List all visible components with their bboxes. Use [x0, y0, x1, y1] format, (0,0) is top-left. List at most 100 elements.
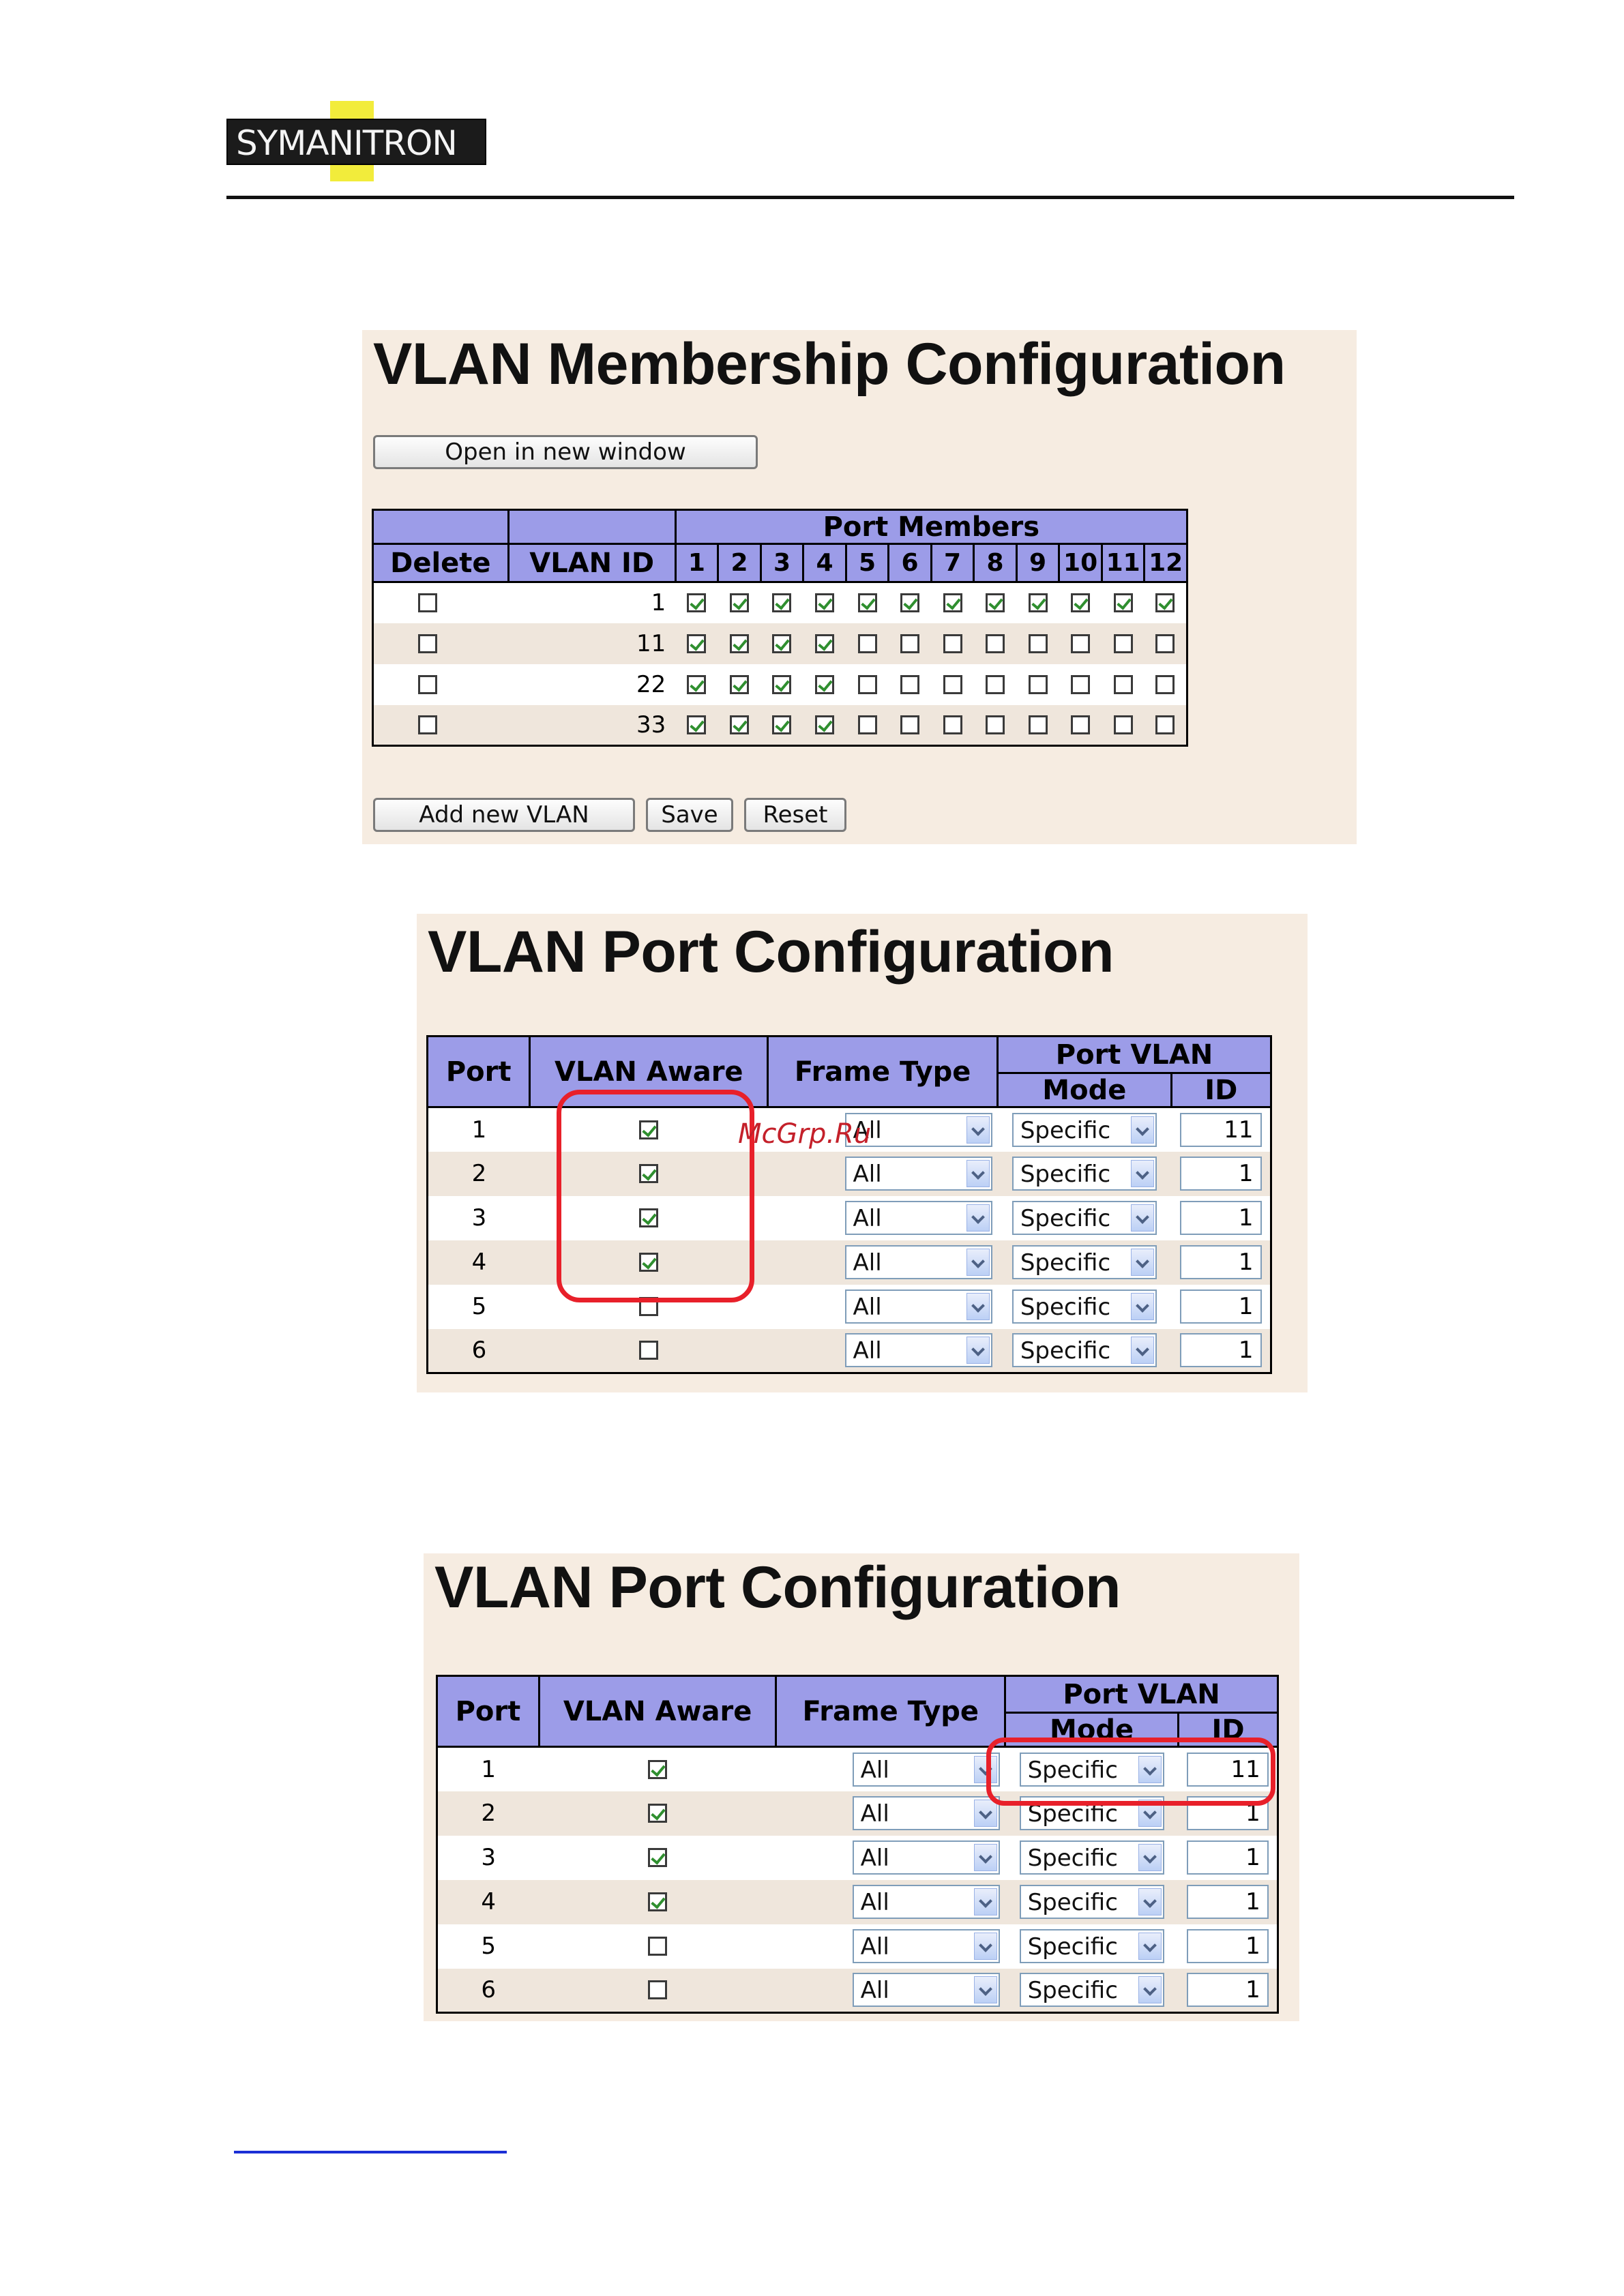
save-button[interactable]: Save	[646, 798, 733, 832]
port-member-checkbox[interactable]	[900, 715, 920, 734]
mode-select[interactable]: Specific	[1012, 1157, 1157, 1191]
open-new-window-button[interactable]: Open in new window	[373, 435, 758, 469]
port-member-checkbox[interactable]	[1113, 593, 1133, 613]
mode-select[interactable]: Specific	[1012, 1333, 1157, 1368]
port-member-checkbox[interactable]	[1028, 593, 1048, 613]
port-member-checkbox[interactable]	[986, 633, 1005, 653]
vlan-aware-checkbox[interactable]	[648, 1937, 668, 1956]
port-vlan-id-input[interactable]: 1	[1186, 1973, 1269, 2008]
port-member-checkbox[interactable]	[1155, 633, 1175, 653]
port-member-checkbox[interactable]	[900, 593, 920, 613]
frame-type-select[interactable]: All	[844, 1289, 992, 1324]
port-member-checkbox[interactable]	[857, 674, 877, 694]
port-member-checkbox[interactable]	[943, 593, 962, 613]
vlan-aware-checkbox[interactable]	[648, 1892, 668, 1911]
frame-type-select[interactable]: All	[844, 1245, 992, 1279]
port-member-checkbox[interactable]	[943, 674, 962, 694]
port-member-checkbox[interactable]	[1028, 633, 1048, 653]
delete-checkbox[interactable]	[417, 633, 437, 653]
mode-select[interactable]: Specific	[1012, 1245, 1157, 1279]
frame-type-select[interactable]: All	[844, 1333, 992, 1368]
vlan-aware-checkbox[interactable]	[639, 1164, 659, 1183]
port-vlan-id-input[interactable]: 1	[1179, 1157, 1262, 1191]
port-member-checkbox[interactable]	[1113, 633, 1133, 653]
frame-type-select[interactable]: All	[844, 1201, 992, 1235]
port-vlan-id-input[interactable]: 1	[1179, 1333, 1262, 1368]
port-member-checkbox[interactable]	[729, 633, 749, 653]
delete-checkbox[interactable]	[417, 715, 437, 734]
port-member-checkbox[interactable]	[900, 674, 920, 694]
port-member-checkbox[interactable]	[687, 715, 707, 734]
port-member-checkbox[interactable]	[857, 715, 877, 734]
mode-select[interactable]: Specific	[1012, 1289, 1157, 1324]
port-vlan-id-input[interactable]: 1	[1179, 1201, 1262, 1235]
port-member-checkbox[interactable]	[815, 715, 834, 734]
frame-type-select[interactable]: All	[844, 1157, 992, 1191]
port-member-checkbox[interactable]	[772, 633, 792, 653]
vlan-aware-checkbox[interactable]	[639, 1208, 659, 1227]
port-member-checkbox[interactable]	[1028, 715, 1048, 734]
vlan-aware-checkbox[interactable]	[639, 1253, 659, 1272]
mode-select[interactable]: Specific	[1019, 1752, 1164, 1787]
frame-type-select[interactable]: All	[844, 1112, 992, 1147]
frame-type-select[interactable]: All	[852, 1840, 1000, 1875]
port-vlan-id-input[interactable]: 11	[1179, 1112, 1262, 1147]
port-member-checkbox[interactable]	[986, 593, 1005, 613]
frame-type-select[interactable]: All	[852, 1796, 1000, 1830]
port-member-checkbox[interactable]	[1028, 674, 1048, 694]
vlan-aware-checkbox[interactable]	[648, 1980, 668, 2000]
port-member-checkbox[interactable]	[1071, 593, 1091, 613]
frame-type-select[interactable]: All	[852, 1929, 1000, 1963]
port-member-checkbox[interactable]	[1071, 715, 1091, 734]
port-vlan-id-input[interactable]: 1	[1186, 1840, 1269, 1875]
port-vlan-id-input[interactable]: 1	[1186, 1885, 1269, 1919]
mode-select[interactable]: Specific	[1019, 1840, 1164, 1875]
vlan-aware-checkbox[interactable]	[648, 1804, 668, 1823]
port-member-checkbox[interactable]	[729, 674, 749, 694]
port-member-checkbox[interactable]	[815, 633, 834, 653]
delete-checkbox[interactable]	[417, 674, 437, 694]
port-member-checkbox[interactable]	[857, 633, 877, 653]
port-member-checkbox[interactable]	[943, 715, 962, 734]
port-member-checkbox[interactable]	[815, 593, 834, 613]
port-vlan-id-input[interactable]: 1	[1186, 1929, 1269, 1963]
vlan-aware-checkbox[interactable]	[639, 1341, 659, 1360]
port-member-checkbox[interactable]	[857, 593, 877, 613]
frame-type-select[interactable]: All	[852, 1752, 1000, 1787]
delete-checkbox[interactable]	[417, 593, 437, 613]
port-member-checkbox[interactable]	[1155, 674, 1175, 694]
mode-select[interactable]: Specific	[1019, 1973, 1164, 2008]
port-vlan-id-input[interactable]: 11	[1186, 1752, 1269, 1787]
footer-link[interactable]	[234, 2151, 507, 2153]
port-member-checkbox[interactable]	[1071, 674, 1091, 694]
mode-select[interactable]: Specific	[1012, 1112, 1157, 1147]
port-member-checkbox[interactable]	[1113, 674, 1133, 694]
mode-select[interactable]: Specific	[1019, 1929, 1164, 1963]
port-vlan-id-input[interactable]: 1	[1179, 1245, 1262, 1279]
frame-type-select[interactable]: All	[852, 1973, 1000, 2008]
port-member-checkbox[interactable]	[772, 593, 792, 613]
mode-select[interactable]: Specific	[1012, 1201, 1157, 1235]
port-member-checkbox[interactable]	[772, 674, 792, 694]
vlan-aware-checkbox[interactable]	[648, 1759, 668, 1779]
port-member-checkbox[interactable]	[1155, 715, 1175, 734]
port-member-checkbox[interactable]	[815, 674, 834, 694]
port-member-checkbox[interactable]	[729, 715, 749, 734]
reset-button[interactable]: Reset	[744, 798, 846, 832]
vlan-aware-checkbox[interactable]	[639, 1120, 659, 1139]
mode-select[interactable]: Specific	[1019, 1885, 1164, 1919]
port-member-checkbox[interactable]	[772, 715, 792, 734]
port-member-checkbox[interactable]	[687, 593, 707, 613]
vlan-aware-checkbox[interactable]	[648, 1848, 668, 1867]
port-member-checkbox[interactable]	[986, 715, 1005, 734]
port-member-checkbox[interactable]	[986, 674, 1005, 694]
port-member-checkbox[interactable]	[900, 633, 920, 653]
port-member-checkbox[interactable]	[943, 633, 962, 653]
add-new-vlan-button[interactable]: Add new VLAN	[373, 798, 635, 832]
port-member-checkbox[interactable]	[1113, 715, 1133, 734]
port-member-checkbox[interactable]	[687, 674, 707, 694]
port-member-checkbox[interactable]	[687, 633, 707, 653]
port-member-checkbox[interactable]	[1155, 593, 1175, 613]
port-member-checkbox[interactable]	[729, 593, 749, 613]
frame-type-select[interactable]: All	[852, 1885, 1000, 1919]
